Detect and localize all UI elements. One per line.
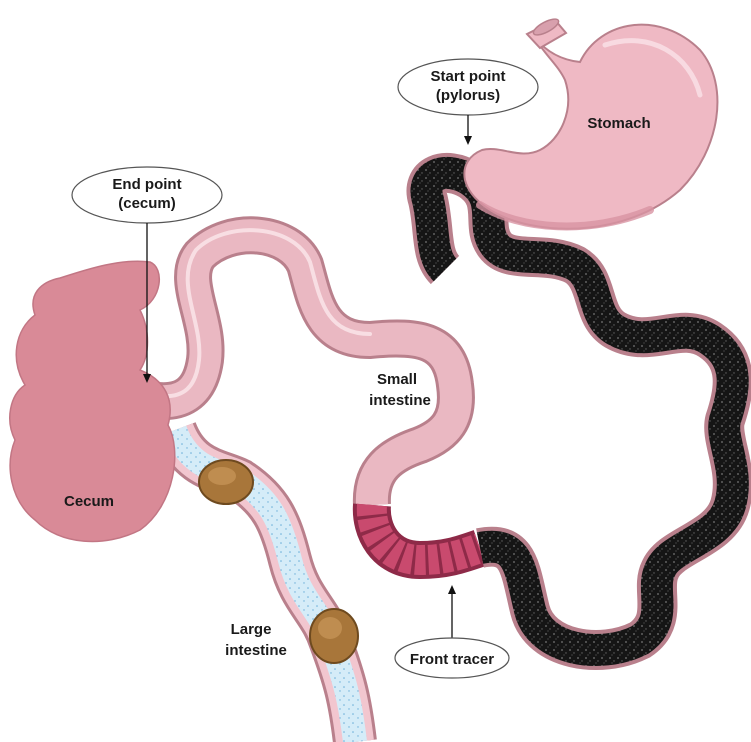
start-point-label-line2: (pylorus) (436, 87, 500, 104)
stomach-label: Stomach (587, 115, 650, 132)
large-intestine-label-line1: Large (231, 621, 272, 638)
front-tracer-label: Front tracer (410, 651, 494, 668)
front-tracer-section (372, 505, 480, 560)
start-point-label-line1: Start point (431, 68, 506, 85)
end-point-label-line2: (cecum) (118, 195, 176, 212)
large-intestine-label-line2: intestine (225, 642, 287, 659)
cecum-label: Cecum (64, 493, 114, 510)
small-intestine-label-line1: Small (377, 371, 417, 388)
front-tracer-callout: Front tracer (395, 585, 509, 678)
small-intestine-label-line2: intestine (369, 392, 431, 409)
large-intestine (175, 430, 358, 742)
start-point-callout: Start point (pylorus) (398, 59, 538, 145)
end-point-label-line1: End point (112, 176, 181, 193)
